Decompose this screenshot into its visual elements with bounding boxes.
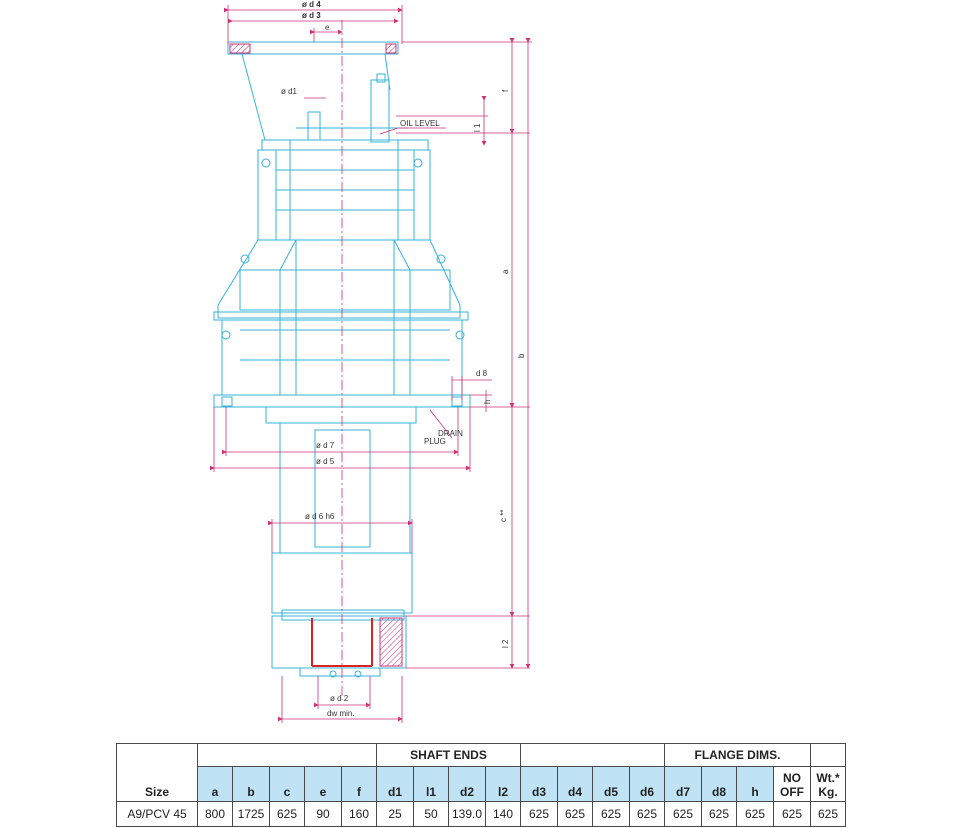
column-header-9: d3 [520, 766, 558, 802]
dimension-lines [210, 5, 532, 723]
label-e: e [325, 23, 330, 32]
column-header-7: d2 [448, 766, 486, 802]
value-cell: 1725 [232, 801, 270, 827]
label-h: h [483, 400, 492, 404]
column-header-14: d8 [701, 766, 737, 802]
value-cell: 625 [629, 801, 665, 827]
group-blank-2 [520, 743, 665, 767]
label-d5: ø d 5 [316, 457, 335, 466]
value-cell: 625 [592, 801, 630, 827]
value-cell: 625 [701, 801, 737, 827]
column-header-0: a [197, 766, 233, 802]
group-blank-1 [197, 743, 377, 767]
value-cell: 90 [304, 801, 342, 827]
size-header: Size [116, 743, 198, 802]
label-l1: l 1 [473, 123, 482, 132]
gearbox-outline [213, 41, 471, 678]
label-d2: ø d 2 [330, 694, 349, 703]
label-oil-level: OIL LEVEL [400, 119, 440, 128]
column-header-11: d5 [592, 766, 630, 802]
column-header-1: b [232, 766, 270, 802]
label-dw: dw min. [327, 709, 355, 718]
value-cell: 625 [557, 801, 593, 827]
label-d3: ø d 3 [302, 11, 321, 20]
column-header-10: d4 [557, 766, 593, 802]
value-cell: 625 [520, 801, 558, 827]
column-header-5: d1 [376, 766, 414, 802]
table-group-header-row: Size SHAFT ENDS FLANGE DIMS. [116, 743, 846, 802]
value-cell: 139.0 [448, 801, 486, 827]
column-header-4: f [341, 766, 377, 802]
value-cell: 800 [197, 801, 233, 827]
value-cell: 160 [341, 801, 377, 827]
label-plug: PLUG [424, 437, 446, 446]
label-d4: ø d 4 [302, 0, 321, 9]
column-header-3: e [304, 766, 342, 802]
group-shaft-ends: SHAFT ENDS [376, 743, 521, 767]
size-cell: A9/PCV 45 [116, 801, 198, 827]
group-flange-dims: FLANGE DIMS. [664, 743, 811, 767]
label-d8: d 8 [476, 369, 488, 378]
column-header-2: c [269, 766, 305, 802]
label-d7: ø d 7 [316, 441, 335, 450]
label-c: c ** [499, 510, 508, 522]
column-header-17: Wt.*Kg. [810, 766, 846, 802]
value-cell: 625 [269, 801, 305, 827]
label-drain: DRAIN [438, 429, 463, 438]
label-d6: ø d 6 h6 [305, 512, 335, 521]
value-cell: 625 [736, 801, 774, 827]
label-l2: l 2 [501, 639, 510, 648]
column-header-15: h [736, 766, 774, 802]
column-header-8: l2 [485, 766, 521, 802]
label-a: a [501, 269, 510, 274]
column-header-13: d7 [664, 766, 702, 802]
column-header-12: d6 [629, 766, 665, 802]
value-cell: 140 [485, 801, 521, 827]
value-cell: 50 [413, 801, 449, 827]
label-d1: ø d1 [281, 87, 298, 96]
gearbox-drawing: ø d 4 ø d 3 e ø d1 OIL LEVEL l 1 f a b d… [210, 0, 532, 723]
value-cell: 625 [810, 801, 846, 827]
column-header-6: l1 [413, 766, 449, 802]
value-cell: 25 [376, 801, 414, 827]
group-blank-3 [810, 743, 846, 767]
label-b: b [517, 353, 526, 358]
value-cell: 625 [664, 801, 702, 827]
value-cell: 625 [773, 801, 811, 827]
coupling-section [311, 618, 373, 667]
label-f: f [501, 89, 510, 92]
